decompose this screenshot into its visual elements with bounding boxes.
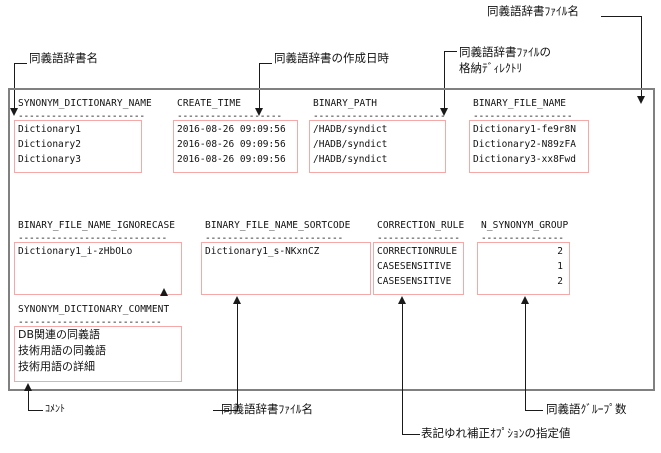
value-text-binary-path: /HADB/syndict /HADB/syndict /HADB/syndic… xyxy=(313,124,388,165)
value-box-synonym-dictionary-comment xyxy=(14,326,182,382)
leader-line-dictionary-file-name-bottom-h xyxy=(213,410,238,411)
leader-line-create-datetime-v xyxy=(259,63,260,111)
leader-line-comment-h xyxy=(28,410,43,411)
leader-line-top-dictionary-file-name-v xyxy=(641,16,642,98)
arrowhead-dictionary-name xyxy=(10,108,18,116)
column-header-binary-file-name-ignorecase: BINARY_FILE_NAME_IGNORECASE xyxy=(18,220,176,231)
column-header-correction-rule: CORRECTION_RULE xyxy=(377,220,465,231)
leader-line-correction-option-h xyxy=(402,434,420,435)
callout-label-binary-dir-line2: 格納ﾃﾞｨﾚｸﾄﾘ xyxy=(459,61,523,75)
leader-line-dictionary-file-name-bottom-v xyxy=(237,303,238,410)
callout-label-dictionary-file-name-bottom: 同義語辞書ﾌｧｲﾙ名 xyxy=(221,402,313,416)
callout-label-dictionary-file-name-top: 同義語辞書ﾌｧｲﾙ名 xyxy=(487,4,579,18)
column-header-create-time: CREATE_TIME xyxy=(177,98,242,109)
column-underline-binary-path: ------------------------ xyxy=(313,111,446,122)
column-header-n-synonym-group: N_SYNONYM_GROUP xyxy=(481,220,569,231)
arrowhead-n-synonym-group xyxy=(521,296,529,304)
arrowhead-dictionary-file-name-ignorecase xyxy=(160,288,168,296)
column-underline-n-synonym-group: --------------- xyxy=(481,233,564,244)
leader-line-correction-option-v xyxy=(402,303,403,434)
callout-label-binary-dir-line1: 同義語辞書ﾌｧｲﾙの xyxy=(459,45,551,59)
callout-label-synonym-group-count: 同義語ｸﾞﾙｰﾌﾟ数 xyxy=(546,402,627,416)
column-underline-synonym-dictionary-comment: -------------------------- xyxy=(18,317,162,328)
value-box-binary-file-name-ignorecase xyxy=(14,242,182,295)
leader-line-dictionary-name-h xyxy=(14,63,27,64)
column-underline-correction-rule: --------------- xyxy=(377,233,460,244)
leader-line-binary-dir-h xyxy=(444,51,457,52)
column-underline-binary-file-name: ------------------ xyxy=(473,111,573,122)
column-underline-synonym-dictionary-name: ----------------------- xyxy=(18,111,145,122)
value-text-binary-file-name: Dictionary1-fe9r8N Dictionary2-N89zFA Di… xyxy=(473,124,576,165)
leader-line-binary-dir-v xyxy=(444,51,445,111)
callout-label-dictionary-name: 同義語辞書名 xyxy=(29,51,98,65)
column-header-synonym-dictionary-name: SYNONYM_DICTIONARY_NAME xyxy=(18,98,152,109)
column-header-synonym-dictionary-comment: SYNONYM_DICTIONARY_COMMENT xyxy=(18,304,170,315)
leader-line-synonym-group-count-v xyxy=(525,303,526,410)
arrowhead-correction-rule xyxy=(398,296,406,304)
arrowhead-dictionary-file-name-sortcode xyxy=(233,296,241,304)
value-text-synonym-dictionary-name: Dictionary1 Dictionary2 Dictionary3 xyxy=(18,124,81,165)
value-box-binary-file-name xyxy=(469,120,589,173)
value-box-create-time xyxy=(173,120,298,173)
value-text-n-synonym-group: 2 1 2 xyxy=(557,246,563,287)
leader-line-dictionary-name-v xyxy=(14,63,15,111)
arrowhead-comment xyxy=(24,383,32,391)
value-box-n-synonym-group xyxy=(477,242,570,295)
value-text-create-time: 2016-08-26 09:09:56 2016-08-26 09:09:56 … xyxy=(177,124,286,165)
column-header-binary-file-name: BINARY_FILE_NAME xyxy=(473,98,567,109)
result-output-frame xyxy=(8,88,655,391)
value-text-binary-file-name-sortcode: Dictionary1_s-NKxnCZ xyxy=(205,246,320,257)
column-underline-binary-file-name-ignorecase: --------------------------- xyxy=(18,233,168,244)
value-text-correction-rule: CORRECTIONRULE CASESENSITIVE CASESENSITI… xyxy=(377,246,458,287)
arrowhead-binary-dir xyxy=(440,108,448,116)
callout-label-comment: ｺﾒﾝﾄ xyxy=(45,404,65,415)
leader-line-comment-v xyxy=(28,390,29,410)
callout-label-correction-option-value: 表記ゆれ補正ｵﾌﾟｼｮﾝの指定値 xyxy=(421,426,571,440)
arrowhead-create-datetime xyxy=(255,108,263,116)
value-box-binary-path xyxy=(309,120,446,173)
column-header-binary-path: BINARY_PATH xyxy=(313,98,378,109)
arrowhead-top-dictionary-file-name xyxy=(637,96,645,104)
callout-label-create-datetime: 同義語辞書の作成日時 xyxy=(274,51,389,65)
leader-line-synonym-group-count-h xyxy=(525,410,543,411)
value-text-synonym-dictionary-comment: DB関連の同義語 技術用語の同義語 技術用語の詳細 xyxy=(18,328,106,373)
value-box-correction-rule xyxy=(373,242,464,295)
column-underline-create-time: ------------------- xyxy=(177,111,282,122)
leader-line-top-dictionary-file-name-h xyxy=(601,16,642,17)
leader-line-create-datetime-h xyxy=(259,63,272,64)
value-box-synonym-dictionary-name xyxy=(14,120,142,173)
value-box-binary-file-name-sortcode xyxy=(201,242,371,295)
column-header-binary-file-name-sortcode: BINARY_FILE_NAME_SORTCODE xyxy=(205,220,351,231)
column-underline-binary-file-name-sortcode: ------------------------- xyxy=(205,233,343,244)
value-text-binary-file-name-ignorecase: Dictionary1_i-zHbOLo xyxy=(18,246,133,257)
